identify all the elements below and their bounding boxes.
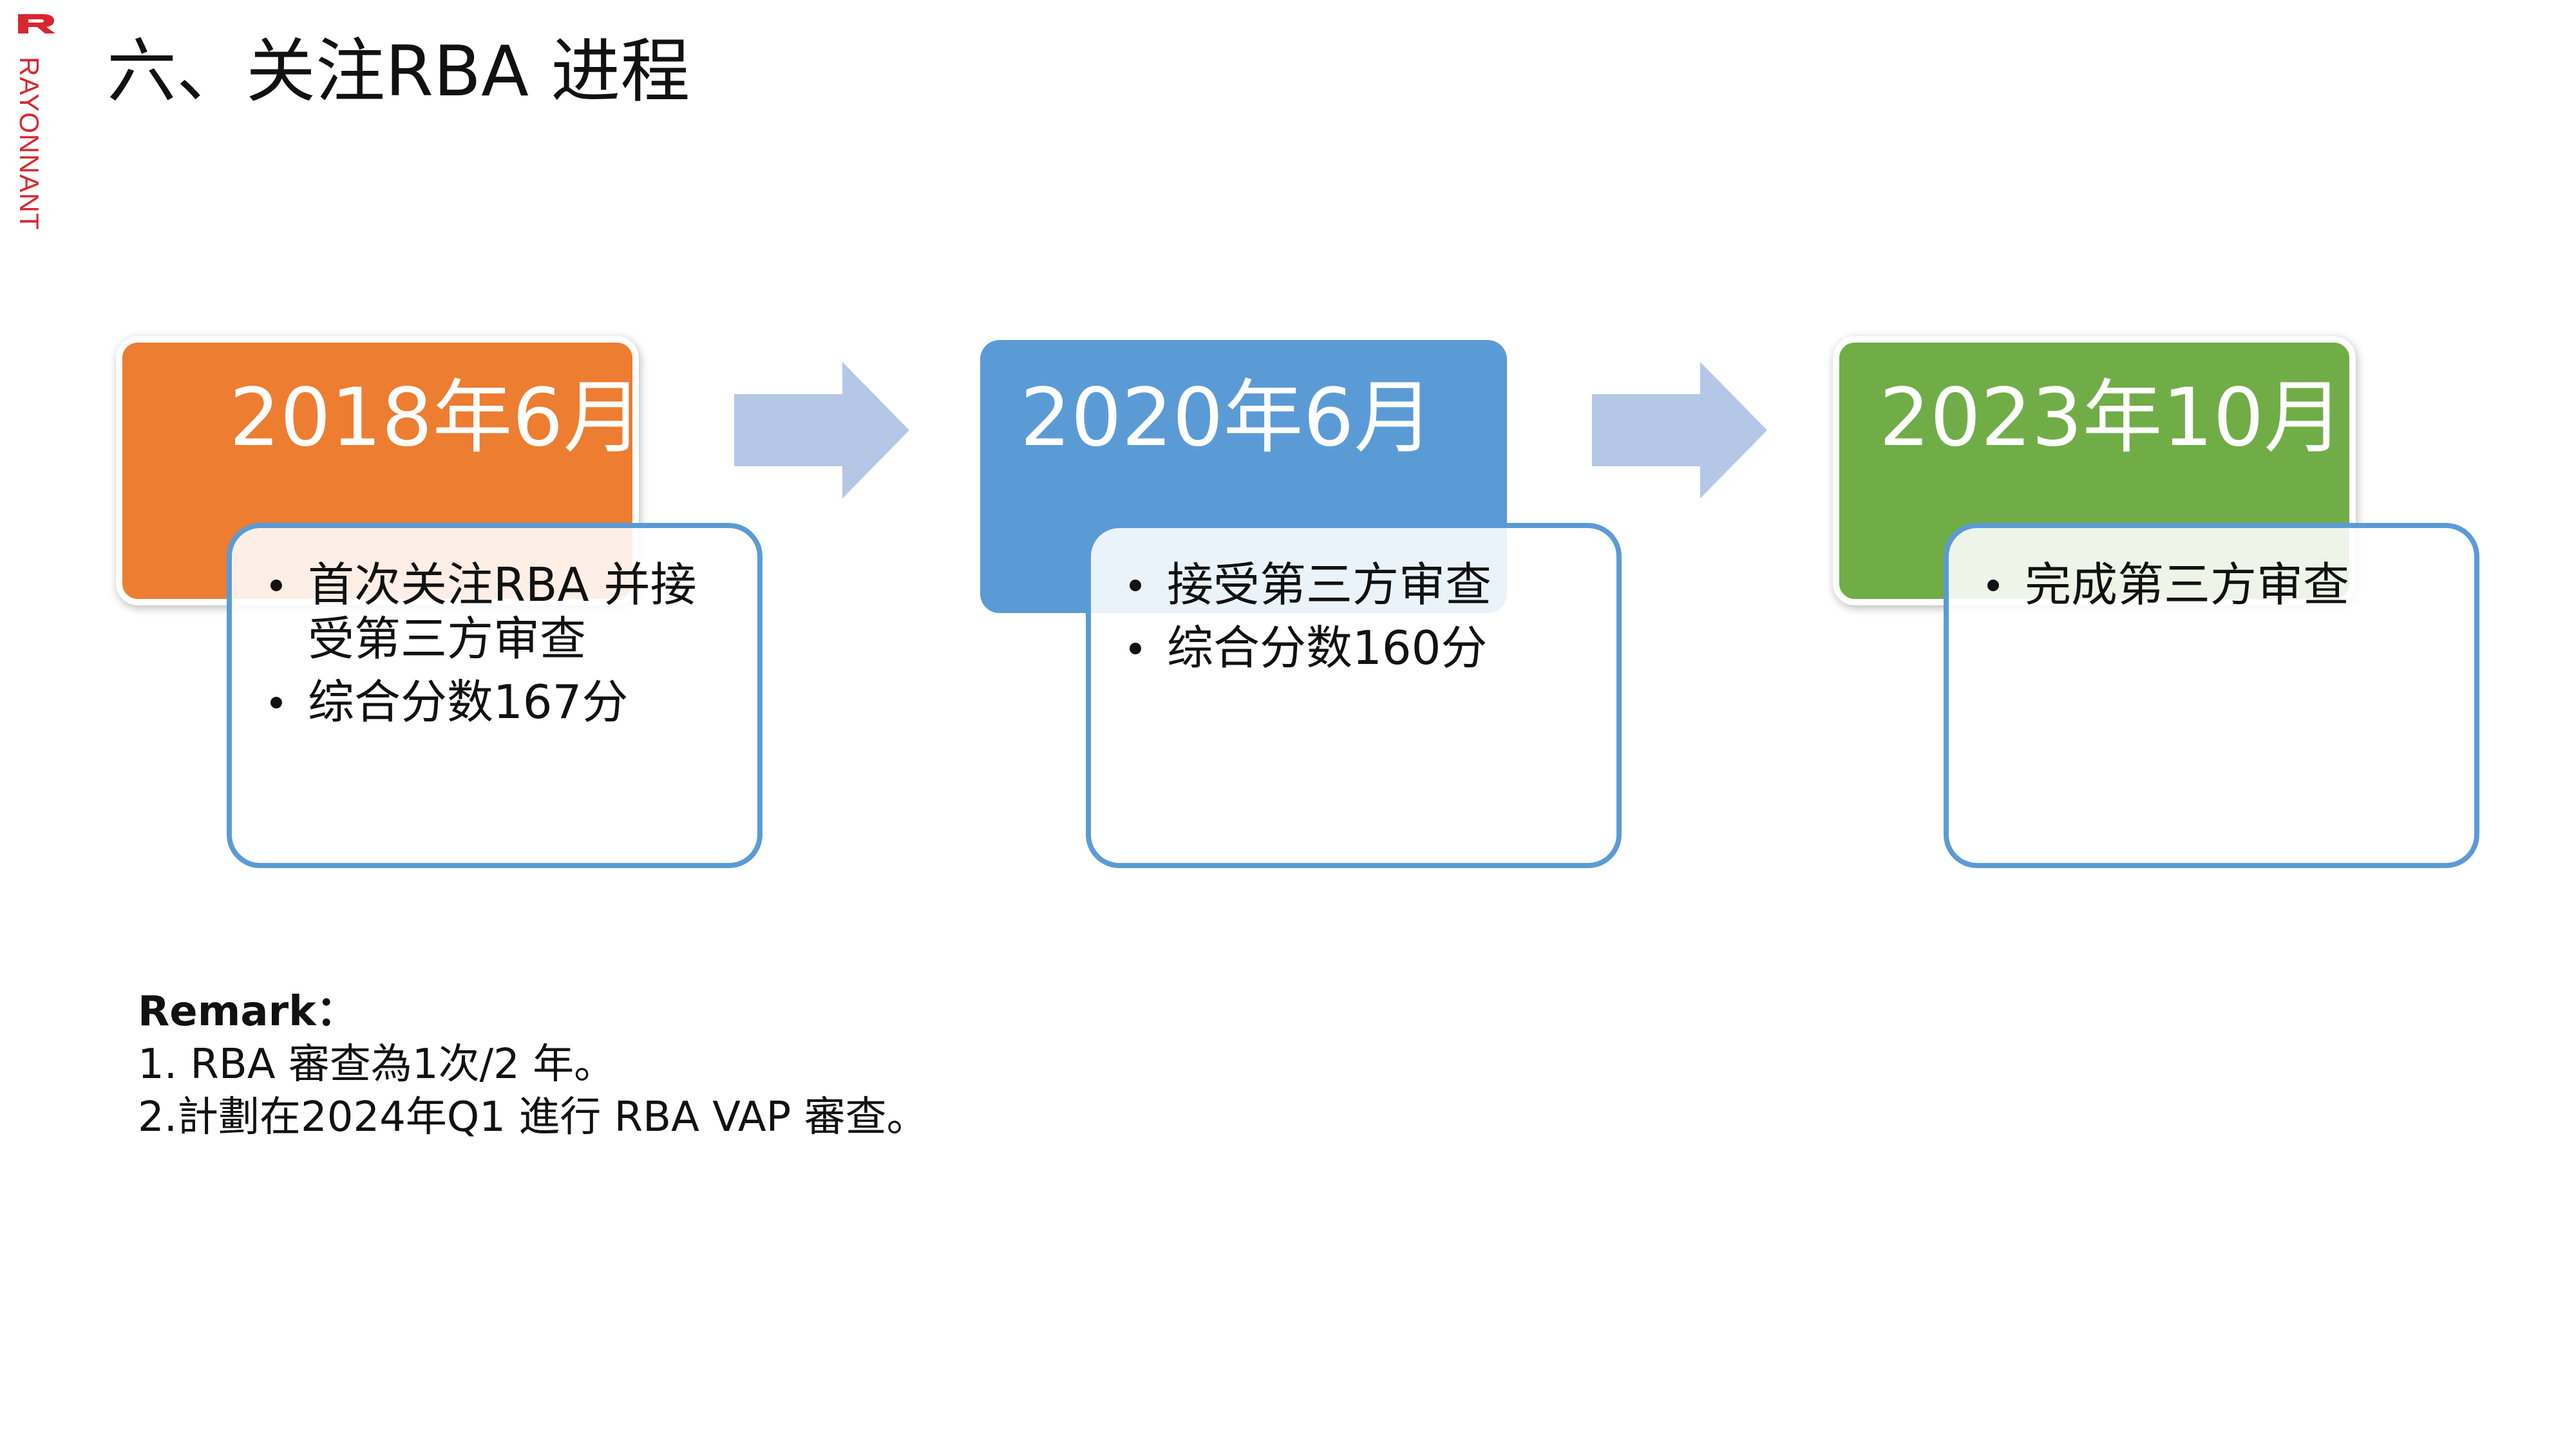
- date-label: 2023年10月: [1879, 372, 2344, 464]
- right-arrow-icon: [734, 362, 909, 498]
- bullet-icon: [270, 697, 282, 708]
- logo-mark-icon: [18, 14, 55, 33]
- bullet-icon: [1130, 643, 1141, 654]
- date-label: 2020年6月: [1020, 372, 1434, 464]
- bullet-icon: [1130, 580, 1141, 591]
- logo-text: RAYONNANT: [14, 57, 44, 231]
- list-item-text: 首次关注RBA 并接受第三方审查: [308, 558, 697, 666]
- detail-box-2023: 完成第三方审查: [1944, 523, 2479, 868]
- date-label: 2018年6月: [229, 372, 643, 464]
- list-item-text: 综合分数160分: [1167, 621, 1488, 675]
- list-item-text: 完成第三方审查: [2025, 558, 2350, 612]
- bullet-icon: [1987, 580, 1999, 591]
- rayonnant-logo: RAYONNANT: [14, 12, 59, 231]
- remarks-section: Remark： 1. RBA 審查為1次/2 年。 2.計劃在2024年Q1 進…: [138, 985, 928, 1144]
- remarks-title: Remark：: [138, 988, 357, 1036]
- list-item-text: 接受第三方审查: [1167, 558, 1492, 612]
- detail-list: 首次关注RBA 并接受第三方审查 综合分数167分: [264, 558, 738, 738]
- list-item: 接受第三方审查: [1123, 558, 1597, 612]
- list-item: 综合分数160分: [1123, 621, 1597, 675]
- bullet-icon: [270, 580, 282, 591]
- remark-line: 2.計劃在2024年Q1 進行 RBA VAP 審查。: [138, 1094, 928, 1141]
- detail-box-2020: 接受第三方审查 综合分数160分: [1086, 523, 1622, 868]
- list-item-text: 综合分数167分: [308, 675, 629, 729]
- list-item: 完成第三方审查: [1981, 558, 2455, 612]
- right-arrow-icon: [1592, 362, 1767, 498]
- detail-list: 完成第三方审查: [1981, 558, 2455, 621]
- detail-box-2018: 首次关注RBA 并接受第三方审查 综合分数167分: [227, 523, 762, 868]
- remark-line: 1. RBA 審查為1次/2 年。: [138, 1041, 616, 1088]
- list-item: 综合分数167分: [264, 675, 738, 729]
- list-item: 首次关注RBA 并接受第三方审查: [264, 558, 738, 666]
- detail-list: 接受第三方审查 综合分数160分: [1123, 558, 1597, 684]
- page-title: 六、关注RBA 进程: [107, 32, 690, 112]
